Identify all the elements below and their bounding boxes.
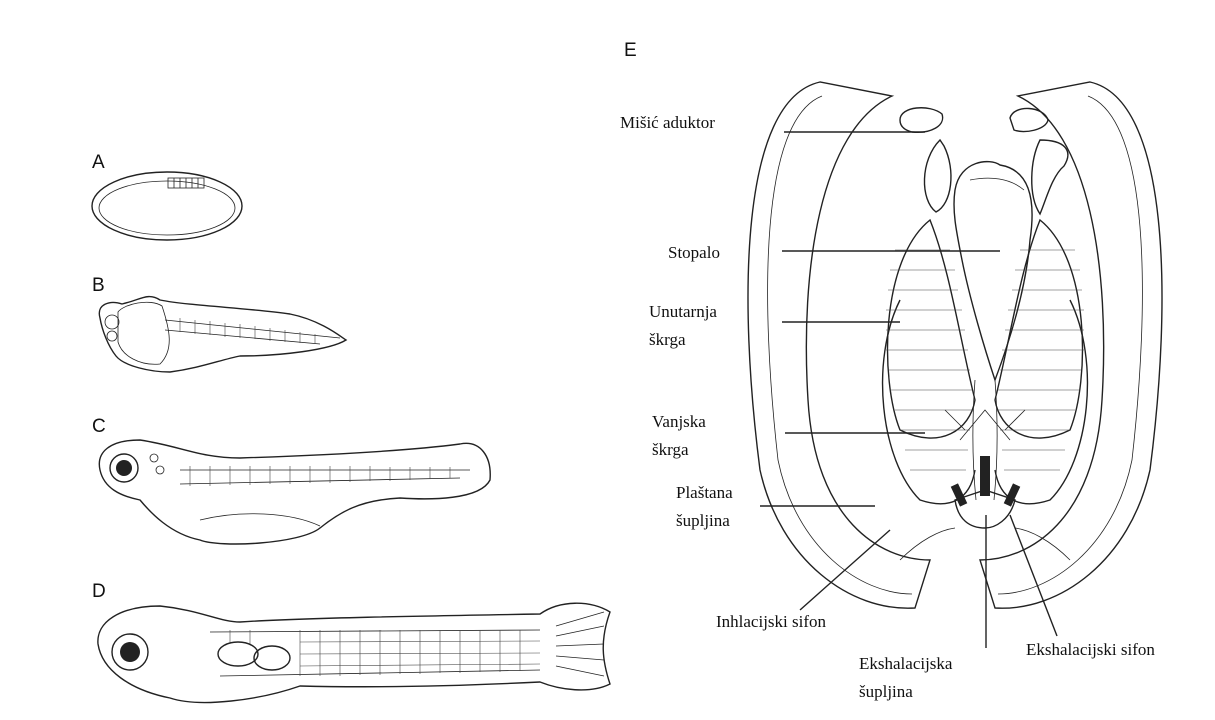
label-inhalant-siphon: Inhlacijski sifon: [716, 612, 827, 631]
label-inner-gill-line2: škrga: [649, 330, 686, 349]
panel-letter-d: D: [92, 581, 106, 602]
label-foot: Stopalo: [668, 243, 720, 262]
label-outer-gill-line2: škrga: [652, 440, 689, 459]
larva-b: [99, 297, 346, 372]
label-inner-gill-line1: Unutarnja: [649, 302, 717, 321]
label-mantle-cavity-line2: šupljina: [676, 511, 730, 530]
label-mantle-cavity-line1: Plaštana: [676, 483, 733, 502]
label-outer-gill-line1: Vanjska: [652, 412, 706, 431]
label-exhalant-cavity-line1: Ekshalacijska: [859, 654, 953, 673]
label-adductor-muscle: Mišić aduktor: [620, 113, 715, 132]
mussel-diagram-e: [748, 82, 1162, 608]
embryo-egg-a: [92, 172, 242, 240]
label-exhalant-siphon: Ekshalacijski sifon: [1026, 640, 1155, 659]
panel-letter-b: B: [92, 275, 105, 296]
label-exhalant-cavity-line2: šupljina: [859, 682, 913, 701]
panel-letter-c: C: [92, 416, 106, 437]
panel-letter-e: E: [624, 40, 637, 61]
panel-letter-a: A: [92, 152, 105, 173]
larva-c: [99, 440, 490, 544]
juvenile-fish-d: [98, 603, 610, 702]
